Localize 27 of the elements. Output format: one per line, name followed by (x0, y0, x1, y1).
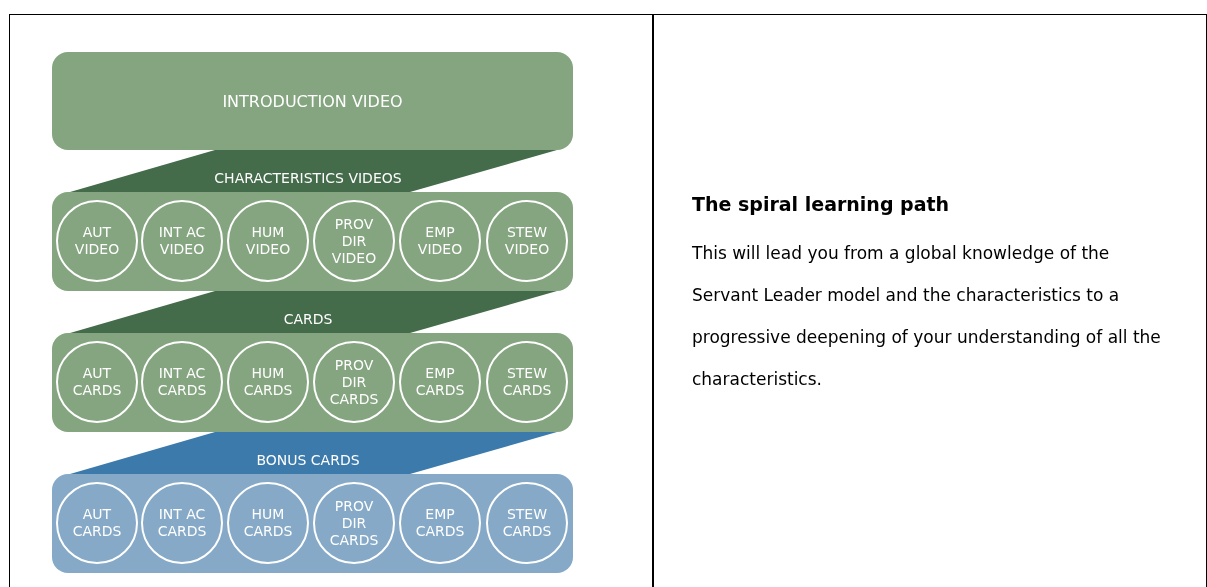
topic-circle: HUM CARDS (227, 341, 309, 423)
module-band (52, 192, 573, 291)
banner-label: CARDS (283, 311, 333, 327)
topic-circle: PROV DIR CARDS (313, 482, 395, 564)
topic-circle: INT AC VIDEO (141, 200, 223, 282)
module-band (52, 333, 573, 432)
banner-label: CHARACTERISTICS VIDEOS (214, 170, 402, 186)
topic-circle: INT AC CARDS (141, 341, 223, 423)
topic-circle: HUM CARDS (227, 482, 309, 564)
topic-circle: PROV DIR VIDEO (313, 200, 395, 282)
topic-circle: PROV DIR CARDS (313, 341, 395, 423)
topic-circle: INT AC CARDS (141, 482, 223, 564)
topic-circle: EMP VIDEO (399, 200, 481, 282)
heading: The spiral learning path (692, 192, 951, 216)
topic-circle: AUT VIDEO (56, 200, 138, 282)
topic-circle: HUM VIDEO (227, 200, 309, 282)
topic-circle: EMP CARDS (399, 341, 481, 423)
module-band (52, 474, 573, 573)
description-text: This will lead you from a global knowledge of the Servant Leader model and the characteristics to a progressive deepening of your understanding of all the characteristics. (692, 242, 1162, 391)
banner-label: BONUS CARDS (256, 452, 360, 468)
title-band: INTRODUCTION VIDEO (52, 52, 573, 150)
topic-circle: STEW CARDS (486, 482, 568, 564)
topic-circle: AUT CARDS (56, 482, 138, 564)
topic-circle: STEW VIDEO (486, 200, 568, 282)
topic-circle: STEW CARDS (486, 341, 568, 423)
topic-circle: EMP CARDS (399, 482, 481, 564)
topic-circle: AUT CARDS (56, 341, 138, 423)
